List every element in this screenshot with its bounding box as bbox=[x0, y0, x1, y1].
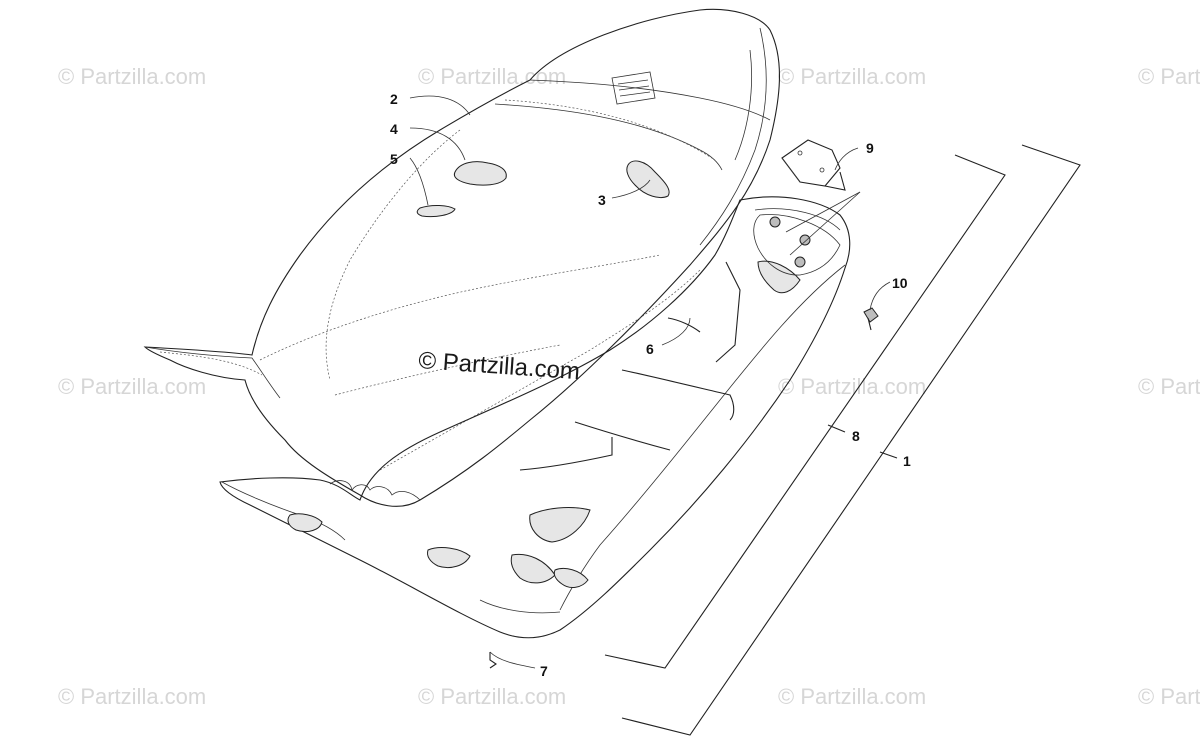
watermark-text: © Partzilla.com bbox=[778, 64, 926, 89]
clip-drawing bbox=[489, 652, 497, 669]
watermark-text: © Partzilla.com bbox=[58, 64, 206, 89]
fastener-hole bbox=[794, 256, 806, 268]
patch-5-shape bbox=[416, 205, 456, 218]
bolt-drawing bbox=[863, 307, 879, 331]
seat-label-patch bbox=[611, 71, 656, 105]
callout-3: 3 bbox=[598, 192, 606, 208]
fastener-hole bbox=[799, 234, 811, 246]
watermark-text: © Partzilla.com bbox=[778, 374, 926, 399]
callout-5: 5 bbox=[390, 151, 398, 167]
watermark-text: © Partzilla.com bbox=[58, 684, 206, 709]
watermark-text: © Partzilla.com bbox=[1138, 64, 1200, 89]
watermark-text: © Partzilla.com bbox=[418, 684, 566, 709]
callout-9: 9 bbox=[866, 140, 874, 156]
callout-4: 4 bbox=[390, 121, 398, 137]
watermark-grid: © Partzilla.com © Partzilla.com © Partzi… bbox=[58, 64, 1200, 709]
fastener-hole bbox=[769, 216, 781, 228]
callout-8: 8 bbox=[852, 428, 860, 444]
center-watermark: © Partzilla.com bbox=[418, 347, 581, 385]
callout-6: 6 bbox=[646, 341, 654, 357]
seat-cover-drawing bbox=[143, 8, 781, 507]
callout-labels: 2 4 5 3 6 7 8 1 9 10 bbox=[390, 91, 911, 679]
callout-1: 1 bbox=[903, 453, 911, 469]
callout-10: 10 bbox=[892, 275, 908, 291]
watermark-text: © Partzilla.com bbox=[1138, 374, 1200, 399]
callout-7: 7 bbox=[540, 663, 548, 679]
callout-2: 2 bbox=[390, 91, 398, 107]
leader-lines bbox=[409, 95, 1081, 736]
watermark-text: © Partzilla.com bbox=[778, 684, 926, 709]
seat-base-drawing bbox=[219, 196, 851, 639]
patch-3-shape bbox=[626, 160, 670, 199]
patch-4-shape bbox=[453, 161, 507, 186]
watermark-text: © Partzilla.com bbox=[58, 374, 206, 399]
watermark-text: © Partzilla.com bbox=[418, 64, 566, 89]
watermark-text: © Partzilla.com bbox=[1138, 684, 1200, 709]
bracket-drawing bbox=[781, 139, 846, 191]
